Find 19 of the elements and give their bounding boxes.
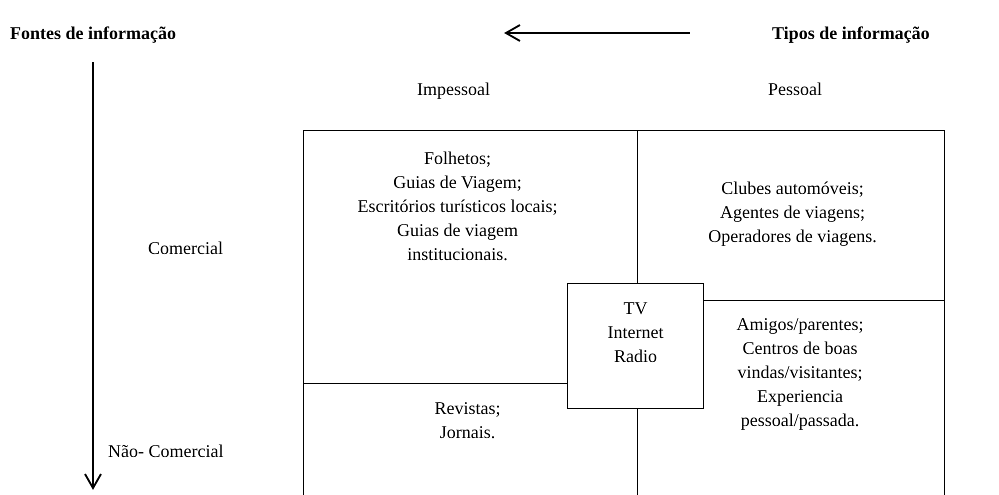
axis-title: Tipos de informação <box>772 22 930 44</box>
axis-title: Fontes de informação <box>10 22 176 44</box>
source-item: Escritórios turísticos locais; <box>356 195 558 218</box>
source-item: Agentes de viagens; <box>719 201 866 224</box>
source-item: Operadores de viagens. <box>707 225 878 248</box>
source-item: Guias de viagem institucionais. <box>396 219 519 266</box>
source-item: Centros de boas vindas/visitantes; <box>736 337 864 384</box>
column-header: Impessoal <box>417 78 490 100</box>
row-header: Não- Comercial <box>108 440 224 462</box>
source-item: Clubes automóveis; <box>720 177 865 200</box>
media-box: TV Internet Radio <box>567 283 704 409</box>
source-item: Experiencia pessoal/passada. <box>740 385 860 432</box>
source-item: Amigos/parentes; <box>736 313 864 336</box>
source-item: Revistas; <box>434 397 502 420</box>
source-item: Folhetos; <box>422 147 492 170</box>
row-header: Comercial <box>148 237 223 259</box>
source-item: Jornais. <box>438 421 496 444</box>
source-item: Guias de Viagem; <box>392 171 523 194</box>
column-header: Pessoal <box>768 78 822 100</box>
